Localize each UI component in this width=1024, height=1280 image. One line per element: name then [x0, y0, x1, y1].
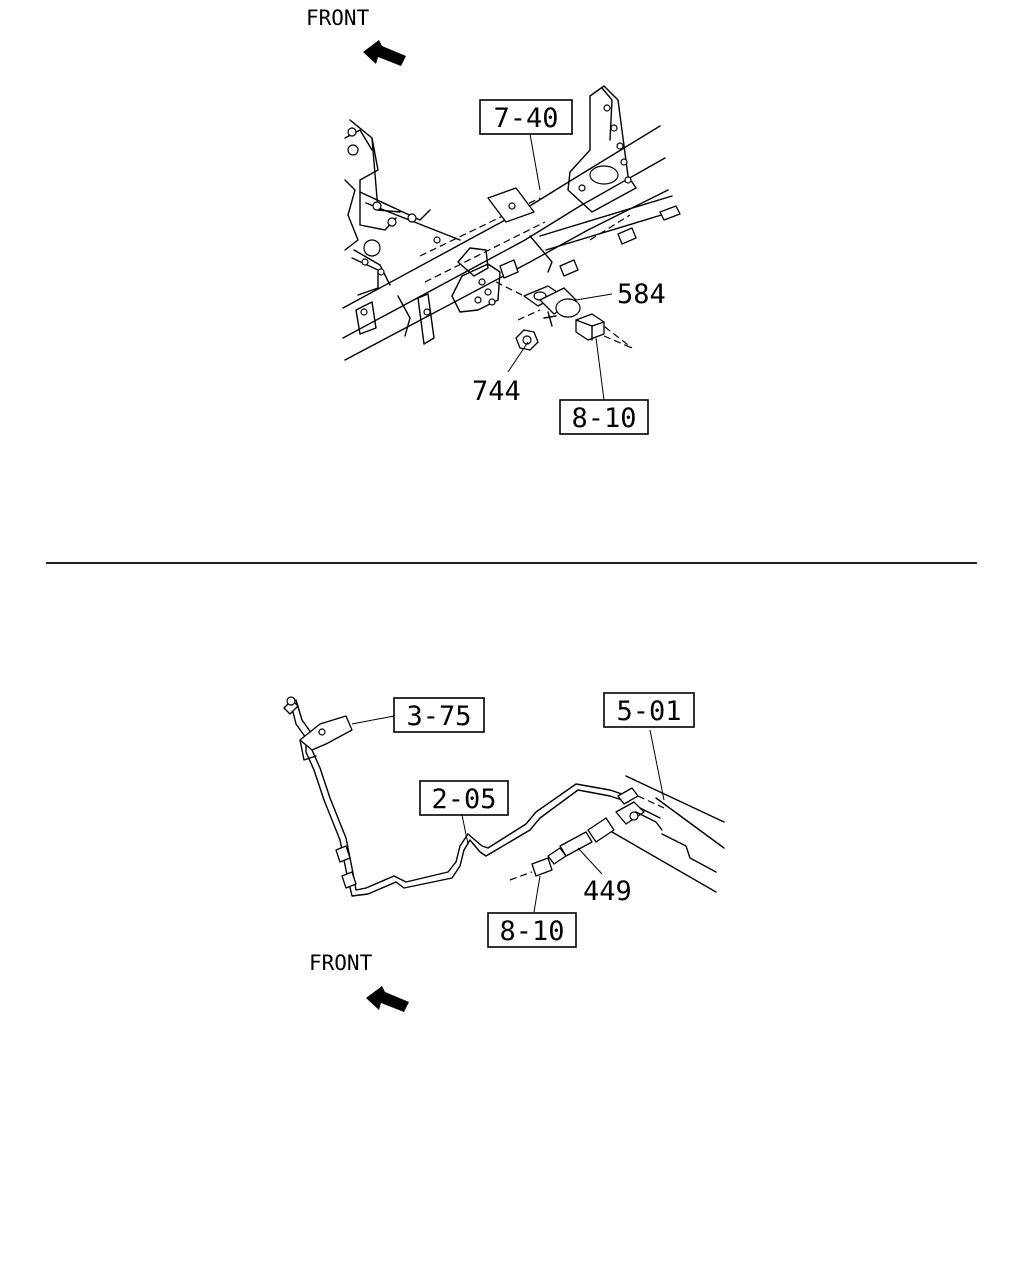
bottom-frame-drawing: [611, 775, 725, 893]
top-front-label: FRONT: [306, 6, 370, 30]
top-front-arrow-icon: [363, 40, 406, 66]
bottom-diagram: 3-75 5-01 2-05 449 8-10 FRONT: [283, 692, 725, 1012]
connector-drawing: [575, 313, 633, 349]
ref-label-pipe-2-05: 2-05: [431, 784, 496, 815]
frame-rail-drawing: [342, 85, 681, 361]
pipe-bracket-drawing: [299, 715, 353, 761]
ref-label-harness-8-10-bottom: 8-10: [499, 916, 564, 947]
ref-box-frame-7-40: [479, 99, 573, 135]
part-label-744: 744: [472, 376, 521, 407]
ref-box-bracket-3-75: [393, 697, 485, 733]
top-diagram: FRONT: [306, 6, 681, 435]
ref-label-bracket-3-75: 3-75: [406, 701, 471, 732]
ref-box-frame-5-01: [603, 692, 695, 728]
switch-assembly-drawing: [509, 787, 663, 881]
ref-box-pipe-2-05: [419, 780, 509, 816]
part-label-449: 449: [583, 876, 632, 907]
bottom-front-label: FRONT: [309, 951, 373, 975]
nut-drawing: [515, 329, 539, 351]
ref-box-harness-8-10: [559, 399, 649, 435]
sensor-assembly-drawing: [495, 281, 581, 327]
ref-label-harness-8-10: 8-10: [571, 403, 636, 434]
part-label-584: 584: [617, 279, 666, 310]
ref-label-frame-5-01: 5-01: [616, 696, 681, 727]
bottom-front-arrow-icon: [366, 986, 409, 1012]
ref-label-frame-7-40: 7-40: [493, 103, 558, 134]
brake-pipe-drawing: [283, 696, 629, 897]
ref-box-harness-8-10-bottom: [487, 912, 577, 948]
